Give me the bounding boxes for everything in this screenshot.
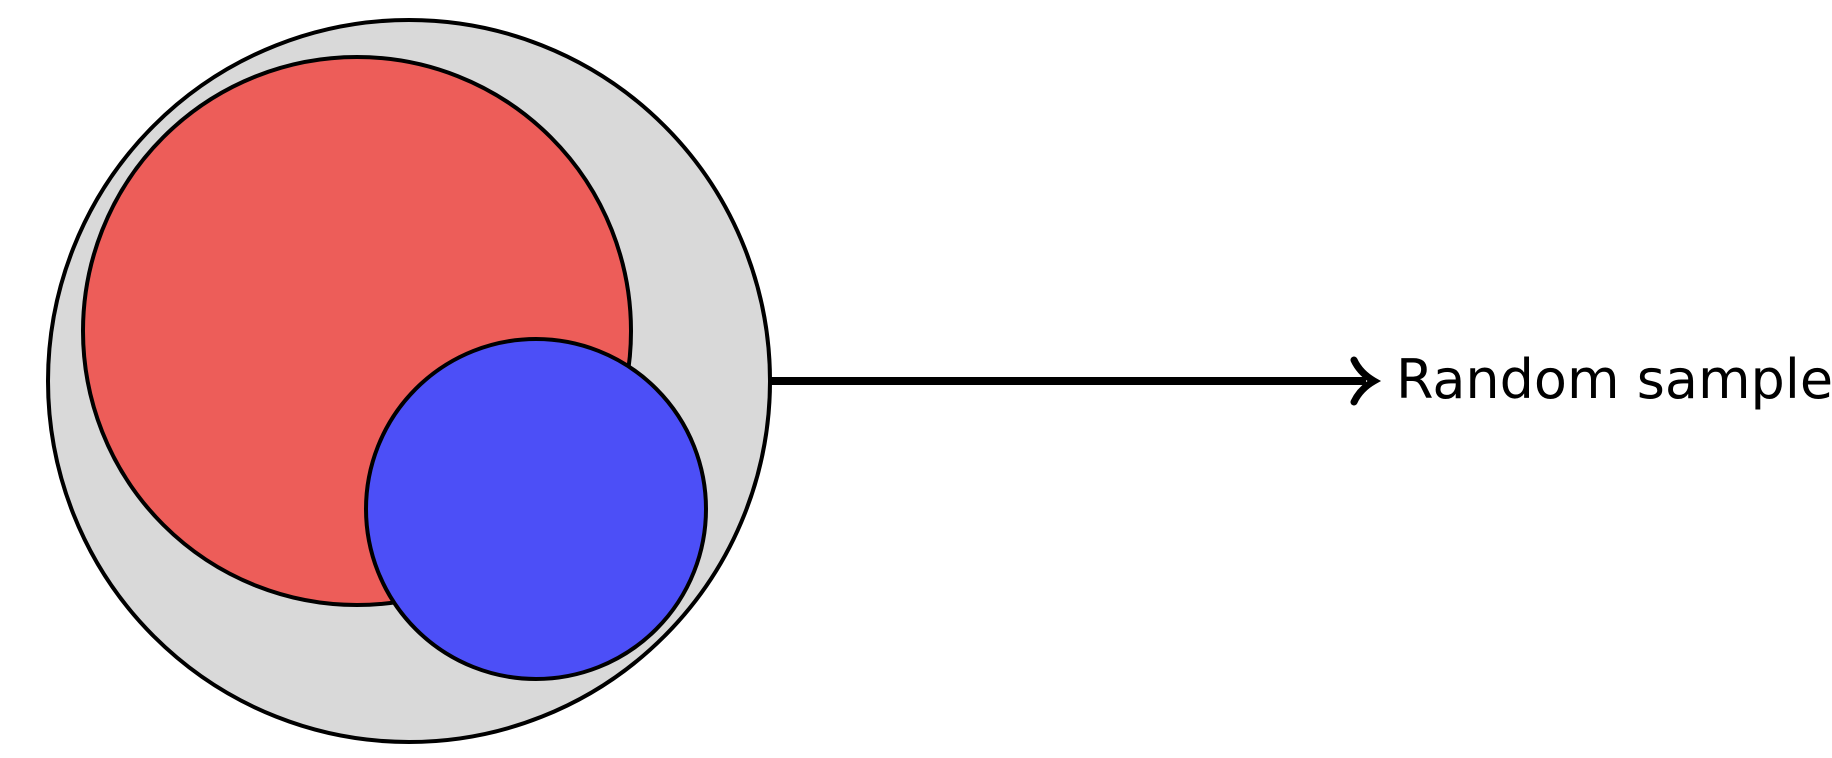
arrow-label: Random sample xyxy=(1396,348,1832,411)
arrow-head-icon xyxy=(1350,356,1382,406)
blue-subset-circle xyxy=(364,337,708,681)
